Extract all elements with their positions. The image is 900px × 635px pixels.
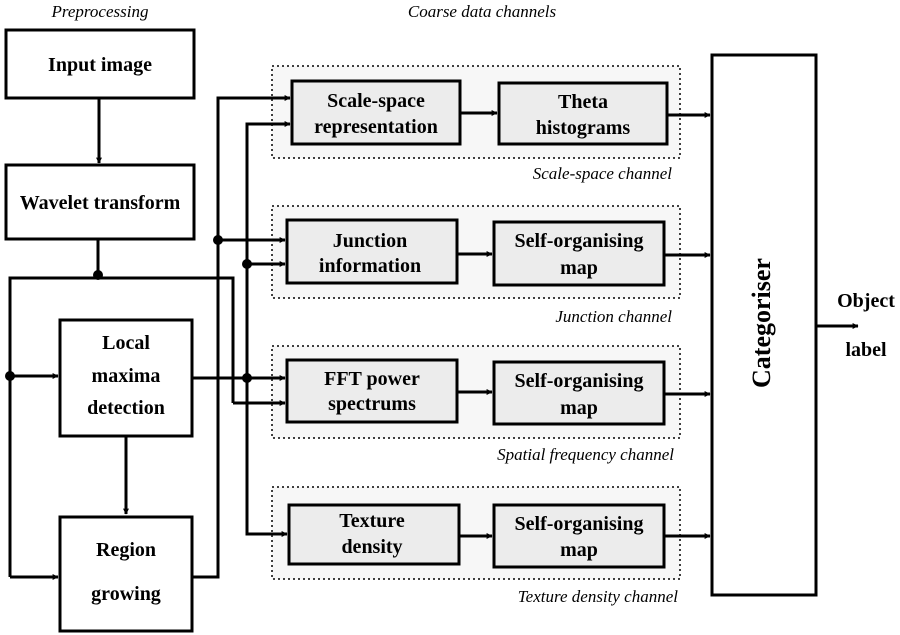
maxima-bus-dot-junction — [242, 259, 252, 269]
junction-second-line-2: map — [560, 257, 598, 279]
object-label-line-1: Object — [837, 290, 895, 312]
fft-power-spectrums-box: FFT power spectrums — [285, 358, 459, 424]
junction-channel-caption: Junction channel — [555, 307, 672, 326]
junction-first-line-1: Junction — [333, 230, 407, 252]
texture-density-box: Texture density — [287, 503, 461, 566]
wavelet-transform-label: Wavelet transform — [20, 192, 181, 214]
preprocessing-header: Preprocessing — [51, 2, 149, 21]
categoriser-box: Categoriser — [710, 53, 818, 597]
scale-space-second-line-2: histograms — [536, 117, 631, 139]
junction-second-line-1: Self-organising — [515, 230, 644, 252]
channels-header: Coarse data channels — [408, 2, 557, 21]
categoriser-label: Categoriser — [747, 258, 776, 388]
wavelet-distribution-wire — [8, 276, 235, 577]
scale-space-representation-box: Scale-space representation — [290, 79, 462, 146]
texture-second-line-2: map — [560, 539, 598, 561]
spatial-frequency-channel-caption: Spatial frequency channel — [497, 445, 674, 464]
region-growing-box: Region growing — [58, 515, 194, 633]
maxima-to-scale-space-arrow — [245, 121, 291, 378]
input-image-label: Input image — [48, 54, 152, 76]
scale-space-first-line-1: Scale-space — [327, 90, 425, 112]
scale-space-second-line-1: Theta — [558, 91, 608, 113]
fft-second-line-1: Self-organising — [515, 370, 644, 392]
junction-first-line-2: information — [319, 255, 421, 277]
fft-second-line-2: map — [560, 397, 598, 419]
junction-som-box: Self-organising map — [492, 220, 666, 287]
theta-histograms-box: Theta histograms — [497, 81, 669, 146]
input-image-box: Input image — [4, 28, 196, 100]
scale-space-first-line-2: representation — [314, 116, 438, 138]
local-maxima-line-3: detection — [87, 397, 165, 419]
texture-first-line-2: density — [341, 536, 402, 558]
region-growing-line-1: Region — [96, 539, 156, 561]
region-bus-dot — [213, 235, 223, 245]
wavelet-transform-box: Wavelet transform — [4, 163, 196, 241]
fft-first-line-2: spectrums — [328, 393, 416, 415]
junction-information-box: Junction information — [285, 218, 459, 285]
maxima-to-texture-arrow — [245, 378, 288, 537]
texture-density-channel-caption: Texture density channel — [518, 587, 678, 606]
local-maxima-line-1: Local — [102, 332, 150, 354]
fft-som-box: Self-organising map — [492, 360, 666, 426]
texture-first-line-1: Texture — [339, 510, 405, 532]
local-maxima-line-2: maxima — [92, 365, 161, 387]
region-growing-line-2: growing — [91, 583, 161, 605]
texture-som-box: Self-organising map — [492, 503, 666, 569]
local-maxima-detection-box: Local maxima detection — [58, 318, 194, 438]
scale-space-channel-caption: Scale-space channel — [533, 164, 673, 183]
fft-first-line-1: FFT power — [324, 368, 420, 390]
region-to-scale-space-arrow — [192, 95, 291, 579]
object-label-line-2: label — [845, 339, 887, 361]
left-bus-dot — [5, 371, 15, 381]
texture-second-line-1: Self-organising — [515, 513, 644, 535]
